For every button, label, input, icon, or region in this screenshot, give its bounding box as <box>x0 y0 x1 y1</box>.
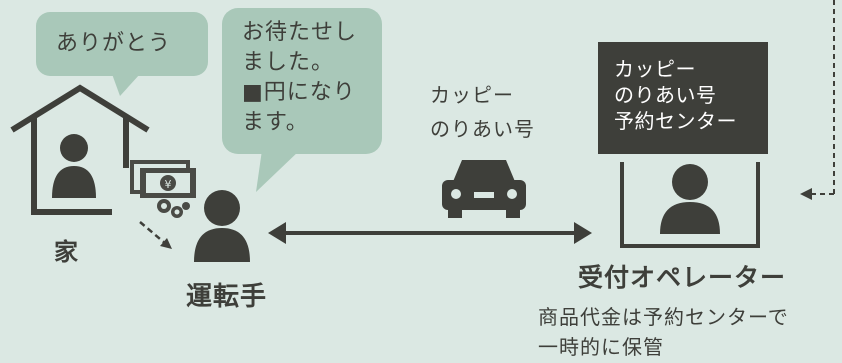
car-icon <box>442 160 526 218</box>
home-speech-bubble <box>36 12 208 96</box>
payment-dashed-arrow <box>139 221 172 249</box>
double-arrow <box>268 222 592 244</box>
route-label: カッピー のりあい号 <box>430 83 535 141</box>
reservation-center-box <box>598 42 768 154</box>
banknote-icon <box>130 160 196 198</box>
resident-person-icon <box>52 134 96 198</box>
operator-label: 受付オペレーター <box>578 263 787 292</box>
reservation-center-label: カッピー のりあい号 予約センター <box>614 57 737 133</box>
dashed-connector <box>800 0 835 200</box>
storage-note: 商品代金は予約センターで 一時的に保管 <box>538 305 789 359</box>
operator-person-icon <box>660 164 720 234</box>
currency-symbol: ¥ <box>165 178 172 191</box>
driver-bubble-text: お待たせし ました。 ■円になり ます。 <box>242 20 358 135</box>
operator-counter <box>620 162 760 248</box>
house-icon <box>10 84 150 215</box>
driver-label: 運転手 <box>186 282 268 312</box>
coin-icon <box>157 199 190 218</box>
driver-speech-bubble <box>222 8 382 192</box>
driver-person-icon <box>194 190 250 262</box>
home-bubble-text: ありがとう <box>56 31 172 56</box>
home-label: 家 <box>54 238 79 266</box>
